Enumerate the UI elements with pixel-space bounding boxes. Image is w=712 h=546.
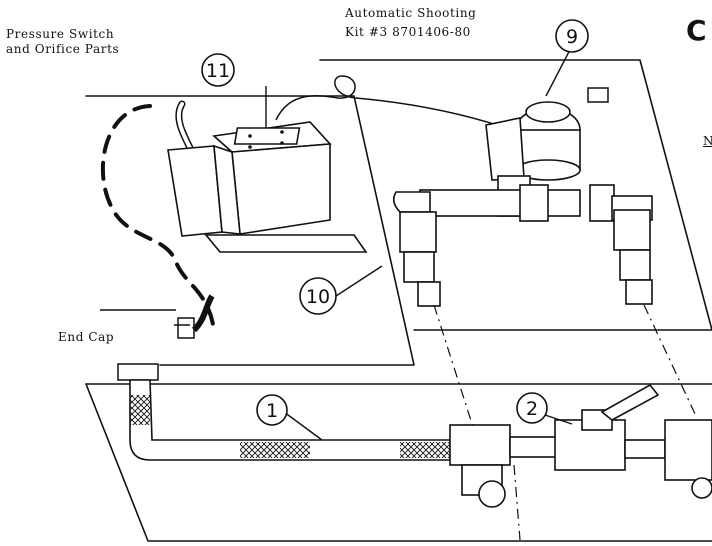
base-panel [85,383,712,542]
leader-10 [335,265,383,297]
pressure-switch-label-line1: Pressure Switch [6,27,115,41]
leader-2 [541,413,573,425]
heading-fragment: C [686,14,707,47]
callout-1 [256,394,288,426]
leader-1 [283,411,323,441]
solenoid-valve [419,101,653,222]
shooting-kit-panel [319,59,712,331]
callouts [201,19,589,426]
callout-10 [299,277,337,315]
switch-wire [275,75,501,127]
pressure-switch-label-line2: and Orifice Parts [6,42,120,56]
callout-11-label: 11 [206,60,230,82]
solenoid-fittings [392,191,653,307]
kit-label-line1: Automatic Shooting [345,6,477,20]
bottom-fittings [449,383,712,508]
pressure-switch-body [167,121,368,253]
pressure-switch-label: Pressure Switch and Orifice Parts [6,27,119,57]
dashed-outline [100,104,216,332]
callout-2 [516,392,548,424]
kit-label: Automatic Shooting Kit #3 8701406-80 [345,6,476,40]
alignment-line-left [433,304,475,431]
end-cap [117,363,159,381]
callout-1-label: 1 [266,400,278,422]
callout-2-label: 2 [526,398,538,420]
end-cap-fitting [174,317,195,339]
end-cap-label: End Cap [58,330,115,344]
small-fitting [587,87,609,103]
callout-11 [201,53,235,87]
callout-9 [555,19,589,53]
callout-9-label: 9 [566,26,578,48]
kit-label-line2: Kit #3 8701406-80 [345,25,471,39]
pressure-switch-panel [85,95,415,366]
hose-1 [129,379,466,461]
alignment-line-right [643,304,697,417]
margin-fragment: N [703,134,712,148]
callout-10-label: 10 [306,286,330,308]
alignment-line-bottom [513,464,521,541]
